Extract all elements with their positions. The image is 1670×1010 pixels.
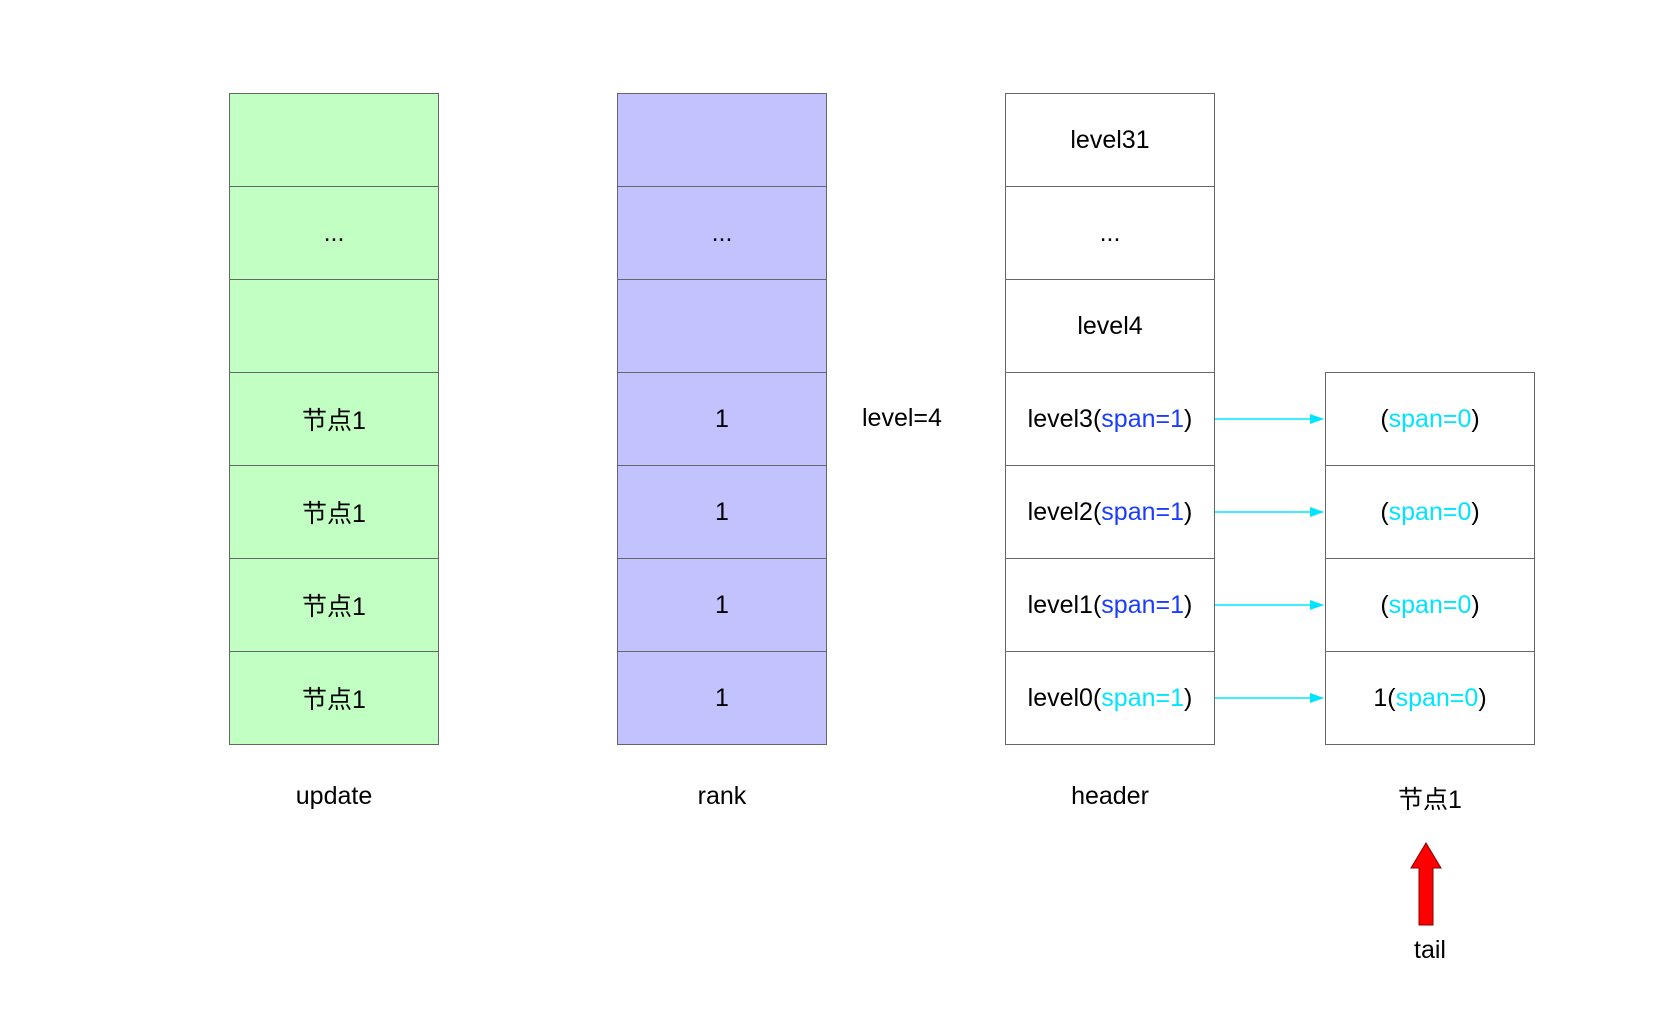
rank-cell [618, 94, 827, 187]
update-cell [230, 280, 439, 373]
rank-cell: ... [618, 187, 827, 280]
rank-cell: 1 [618, 373, 827, 466]
header-level-cell: level31 [1006, 94, 1215, 187]
header-span-value: span=1 [1101, 497, 1185, 526]
node-level-close: ) [1478, 683, 1487, 712]
update-cell: 节点1 [230, 373, 439, 466]
node-level-text: ( [1380, 497, 1389, 526]
node-level-cell: 1(span=0) [1326, 652, 1535, 745]
node-level-cell: (span=0) [1326, 466, 1535, 559]
update-cell: 节点1 [230, 466, 439, 559]
rank-array: ... 1 1 1 1 [617, 93, 827, 745]
tail-label: tail [1414, 936, 1446, 964]
level-count: level=4 [862, 404, 942, 432]
node-level-text: 1( [1373, 683, 1396, 712]
header-level-text: level31 [1070, 125, 1150, 154]
node-level-cell: (span=0) [1326, 559, 1535, 652]
update-cell: 节点1 [230, 559, 439, 652]
node-level-close: ) [1471, 497, 1480, 526]
node-level-close: ) [1471, 590, 1480, 619]
header-level-cell: level4 [1006, 280, 1215, 373]
header-level-text: level3( [1027, 404, 1102, 433]
node-level-cell: (span=0) [1326, 373, 1535, 466]
rank-cell: 1 [618, 652, 827, 745]
header-level-cell: level3(span=1) [1006, 373, 1215, 466]
header-level-cell: level0(span=1) [1006, 652, 1215, 745]
update-array: ... 节点1 节点1 节点1 节点1 [229, 93, 439, 745]
header-span-value: span=1 [1101, 404, 1185, 433]
node-span-value: span=0 [1388, 590, 1472, 619]
header-level-cell: level2(span=1) [1006, 466, 1215, 559]
header-level-cell: ... [1006, 187, 1215, 280]
header-level-close: ) [1184, 590, 1193, 619]
update-cell: ... [230, 187, 439, 280]
header-level-text: level2( [1027, 497, 1102, 526]
header-level-cell: level1(span=1) [1006, 559, 1215, 652]
rank-cell: 1 [618, 466, 827, 559]
header-level-text: ... [1099, 218, 1121, 247]
rank-cell: 1 [618, 559, 827, 652]
header-span-value: span=1 [1101, 590, 1185, 619]
header-span-value: span=1 [1101, 683, 1185, 712]
header-level-close: ) [1184, 683, 1193, 712]
node-span-value: span=0 [1395, 683, 1479, 712]
header-level-close: ) [1184, 497, 1193, 526]
rank-cell [618, 280, 827, 373]
node-1: (span=0) (span=0) (span=0) 1(span=0) [1325, 372, 1535, 745]
node-level-text: ( [1380, 590, 1389, 619]
header-node: level31 ... level4 level3(span=1) level2… [1005, 93, 1215, 745]
header-level-text: level1( [1027, 590, 1102, 619]
update-cell: 节点1 [230, 652, 439, 745]
rank-label: rank [697, 782, 747, 810]
header-level-close: ) [1184, 404, 1193, 433]
update-label: update [295, 782, 373, 810]
node-span-value: span=0 [1388, 497, 1472, 526]
tail-arrow [1410, 842, 1442, 926]
header-level-text: level4 [1077, 311, 1143, 340]
node-level-close: ) [1471, 404, 1480, 433]
update-cell [230, 94, 439, 187]
header-label: header [1071, 782, 1149, 810]
node-level-text: ( [1380, 404, 1389, 433]
header-level-text: level0( [1027, 683, 1102, 712]
node-label: 节点1 [1398, 786, 1462, 814]
node-span-value: span=0 [1388, 404, 1472, 433]
